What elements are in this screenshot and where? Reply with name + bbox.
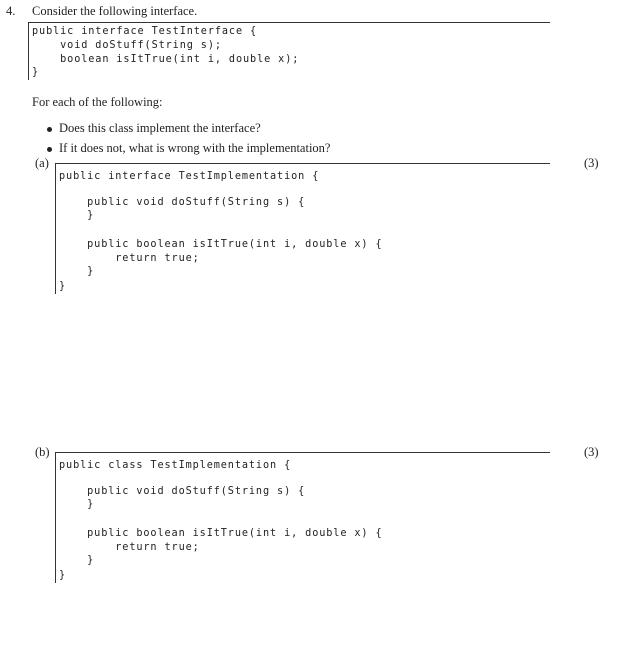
question-number: 4.	[6, 4, 16, 18]
bullet-item: Does this class implement the interface?	[59, 121, 261, 135]
interface-box-left-rule	[28, 22, 29, 80]
code-line: }	[59, 210, 95, 221]
interface-code-line: void doStuff(String s);	[32, 40, 222, 51]
code-line: public boolean isItTrue(int i, double x)…	[59, 528, 383, 539]
part-marks: (3)	[584, 445, 599, 459]
code-line: public void doStuff(String s) {	[59, 486, 306, 497]
code-line: }	[59, 499, 95, 510]
bullet-icon	[47, 147, 52, 152]
code-line: public void doStuff(String s) {	[59, 197, 306, 208]
interface-code-line: public interface TestInterface {	[32, 26, 258, 37]
part-a-top-rule	[55, 163, 550, 164]
code-line: return true;	[59, 253, 200, 264]
instruction-text: For each of the following:	[32, 95, 163, 109]
code-line: public interface TestImplementation {	[59, 171, 320, 182]
interface-code-line: boolean isItTrue(int i, double x);	[32, 54, 300, 65]
code-line: }	[59, 266, 95, 277]
code-line: public class TestImplementation {	[59, 460, 292, 471]
bullet-item: If it does not, what is wrong with the i…	[59, 141, 331, 155]
part-b-left-rule	[55, 452, 56, 583]
part-label: (b)	[35, 445, 50, 459]
code-line: }	[59, 555, 95, 566]
interface-box-top-rule	[28, 22, 550, 23]
code-line: }	[59, 570, 67, 581]
code-line: public boolean isItTrue(int i, double x)…	[59, 239, 383, 250]
part-b-top-rule	[55, 452, 550, 453]
code-line: }	[59, 281, 67, 292]
code-line: return true;	[59, 542, 200, 553]
part-a-left-rule	[55, 163, 56, 294]
part-marks: (3)	[584, 156, 599, 170]
interface-code-line: }	[32, 67, 40, 78]
question-prompt: Consider the following interface.	[32, 4, 198, 18]
bullet-icon	[47, 127, 52, 132]
part-label: (a)	[35, 156, 49, 170]
